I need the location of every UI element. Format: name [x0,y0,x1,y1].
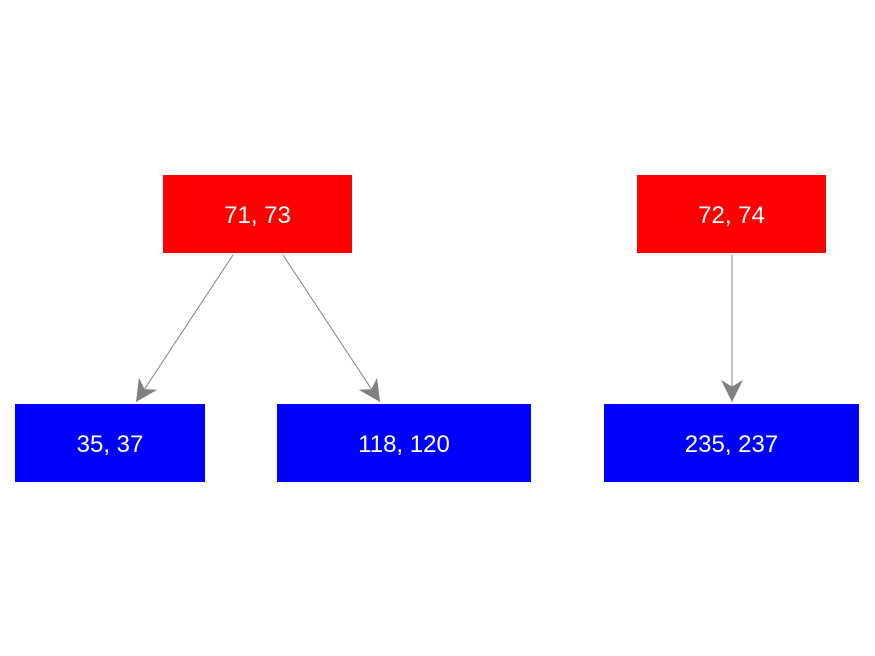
node-label: 71, 73 [224,202,291,229]
node-118-120[interactable]: 118, 120 [277,404,531,482]
node-label: 235, 237 [685,431,778,458]
edge-71-73-to-118-120 [282,254,381,403]
node-box [277,404,531,482]
node-235-237[interactable]: 235, 237 [604,404,859,482]
node-box [604,404,859,482]
node-label: 118, 120 [358,431,450,458]
node-box [163,175,352,253]
node-71-73[interactable]: 71, 73 [163,175,352,253]
node-35-37[interactable]: 35, 37 [15,404,205,482]
node-72-74[interactable]: 72, 74 [637,175,826,253]
node-label: 72, 74 [698,202,765,229]
node-label: 35, 37 [77,431,144,458]
edge-71-73-to-35-37 [135,254,234,403]
node-box [637,175,826,253]
node-box [15,404,205,482]
